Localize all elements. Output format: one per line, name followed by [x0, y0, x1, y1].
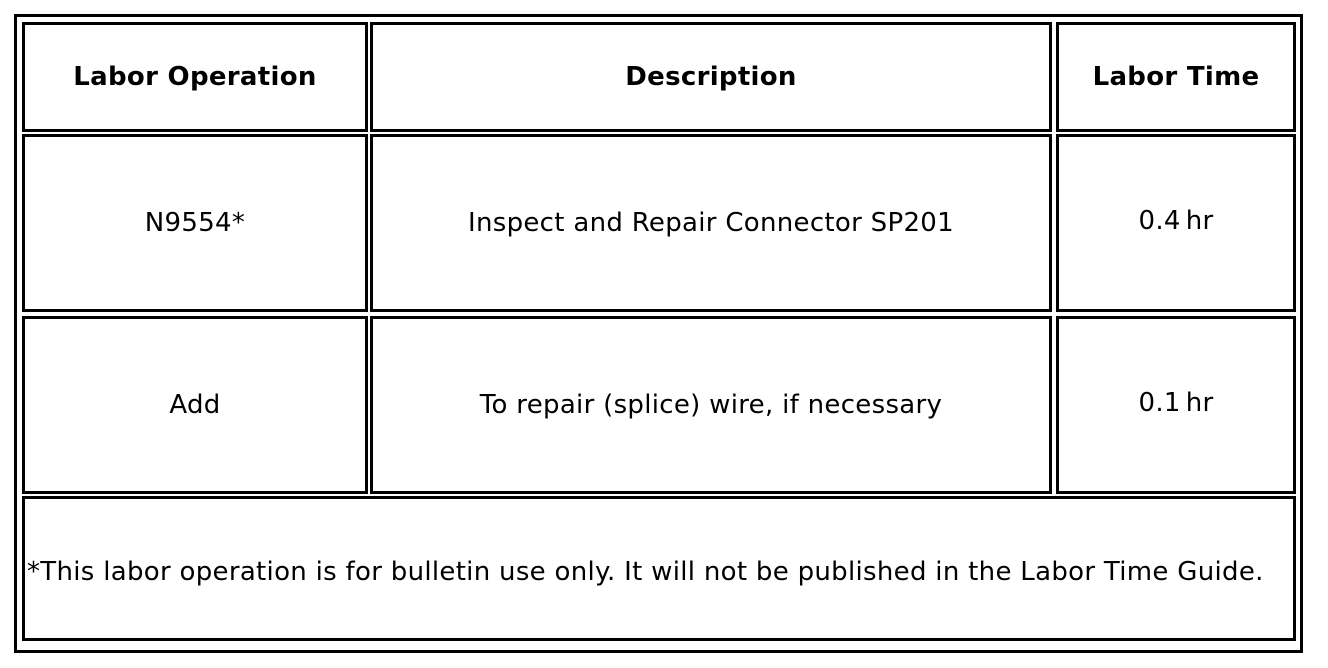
row-2-operation-text: Add	[169, 390, 221, 420]
row-1-operation-text: N9554*	[144, 208, 246, 238]
row-2-description: To repair (splice) wire, if necessary	[370, 316, 1052, 494]
row-2-time-unit: hr	[1185, 388, 1214, 418]
header-labor-operation: Labor Operation	[22, 22, 368, 132]
header-labor-time-label: Labor Time	[1092, 62, 1260, 92]
row-1-labor-time: 0.4 hr	[1056, 134, 1296, 312]
row-2-time: 0.1 hr	[1138, 388, 1213, 418]
header-description: Description	[370, 22, 1052, 132]
row-2-labor-time: 0.1 hr	[1056, 316, 1296, 494]
header-labor-operation-label: Labor Operation	[73, 62, 317, 92]
row-1-time-value: 0.4	[1138, 206, 1181, 236]
row-1-description-text: Inspect and Repair Connector SP201	[467, 208, 954, 238]
row-1-description: Inspect and Repair Connector SP201	[370, 134, 1052, 312]
labor-table: Labor Operation Description Labor Time N…	[14, 14, 1303, 653]
footnote-text: *This labor operation is for bulletin us…	[27, 557, 1264, 587]
row-2-description-text: To repair (splice) wire, if necessary	[479, 390, 943, 420]
row-2-time-value: 0.1	[1138, 388, 1181, 418]
row-2-operation: Add	[22, 316, 368, 494]
header-description-label: Description	[625, 62, 797, 92]
row-1-operation: N9554*	[22, 134, 368, 312]
footnote-cell: *This labor operation is for bulletin us…	[22, 496, 1296, 641]
header-labor-time: Labor Time	[1056, 22, 1296, 132]
row-1-time-unit: hr	[1185, 206, 1214, 236]
row-1-time: 0.4 hr	[1138, 206, 1213, 236]
